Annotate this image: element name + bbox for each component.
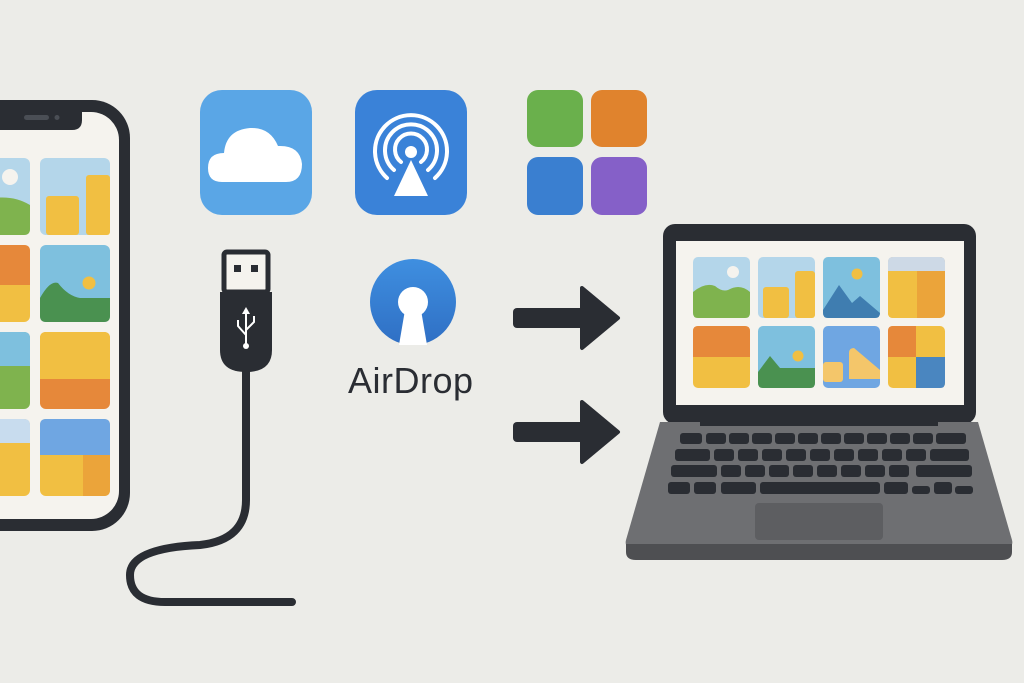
icloud-icon — [200, 90, 312, 215]
laptop-trackpad — [755, 503, 883, 540]
airdrop-icon — [370, 259, 456, 345]
arrow-right-icon — [513, 286, 620, 350]
airplay-radar-icon — [355, 90, 467, 215]
laptop-icon — [625, 224, 1013, 560]
laptop-photo-thumbnails — [693, 257, 945, 388]
phone-photo-thumbnails — [0, 158, 110, 496]
phone-icon — [0, 100, 130, 531]
airdrop-label: AirDrop — [348, 360, 474, 401]
usb-cable-icon — [125, 249, 296, 606]
arrow-right-icon — [513, 400, 620, 464]
apps-grid-icon — [527, 90, 647, 215]
laptop-keyboard — [668, 433, 973, 494]
